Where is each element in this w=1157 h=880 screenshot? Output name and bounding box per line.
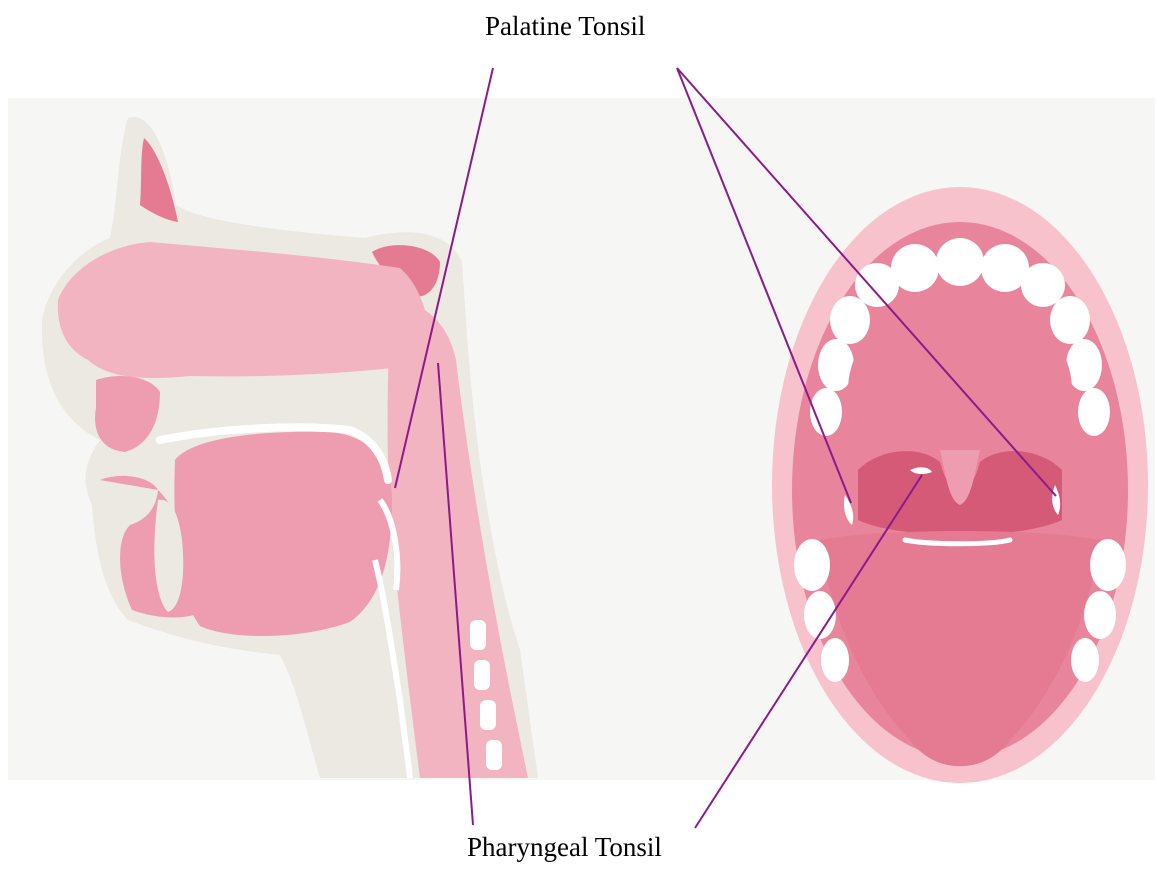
pharyngeal-tonsil-label: Pharyngeal Tonsil xyxy=(467,834,662,861)
vertebra xyxy=(474,660,490,690)
open-mouth-front-view xyxy=(772,187,1148,783)
tooth xyxy=(1078,388,1110,436)
palatine-tonsil-label: Palatine Tonsil xyxy=(485,13,645,40)
tooth xyxy=(821,638,849,682)
tooth xyxy=(1050,296,1090,344)
tooth xyxy=(1021,263,1065,307)
tongue xyxy=(174,432,392,636)
tooth xyxy=(830,296,870,344)
tooth xyxy=(1084,591,1116,639)
tooth xyxy=(1090,539,1126,591)
tooth xyxy=(794,539,830,591)
vertebra xyxy=(470,620,486,650)
tooth xyxy=(936,238,984,286)
vertebra xyxy=(480,700,496,730)
tooth xyxy=(855,263,899,307)
vertebra xyxy=(486,740,502,770)
tooth xyxy=(1071,638,1099,682)
